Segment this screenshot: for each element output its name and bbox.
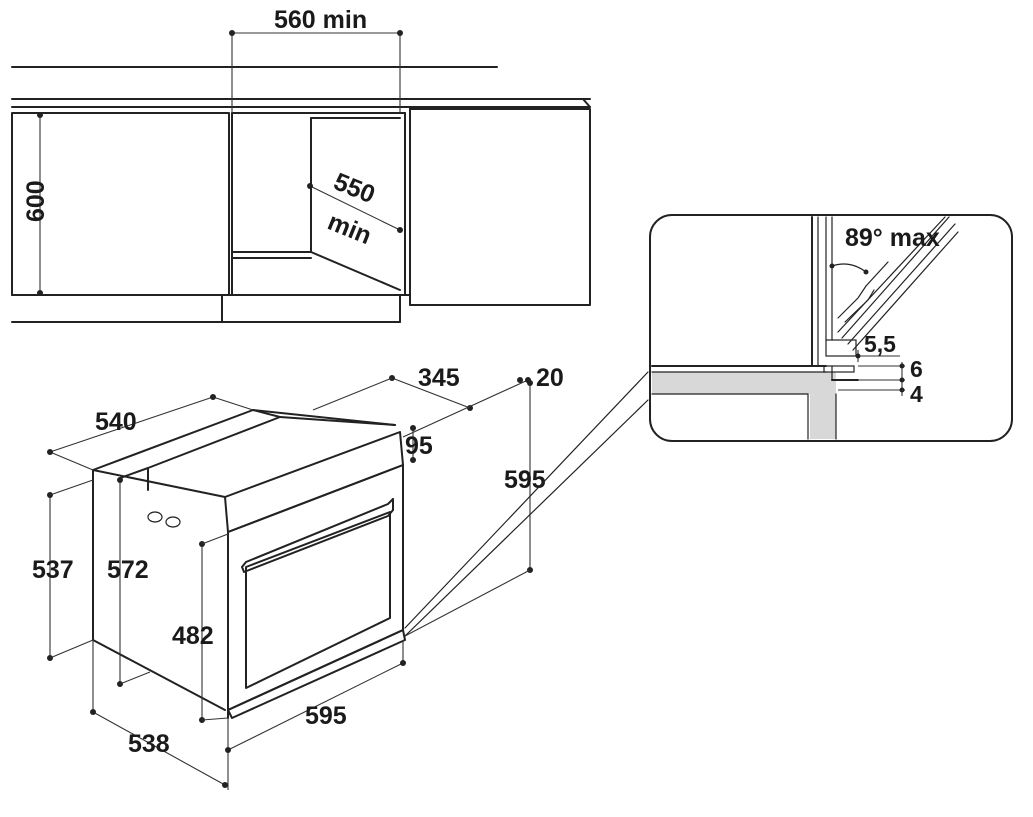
door-angle-label: 89° max [845, 224, 940, 252]
oven-depth-top-dimension: 540 [47, 394, 254, 471]
gap-side-label: 5,5 [864, 331, 896, 357]
oven-width-dimension: 595 [225, 640, 406, 790]
niche-width-label: 560 min [274, 6, 367, 34]
niche-depth-value-label: 550 [330, 168, 379, 210]
cabinet-niche-drawing [11, 66, 591, 323]
body-depth-bottom-label: 538 [128, 730, 170, 758]
gap-bottom-label: 4 [910, 381, 923, 407]
niche-height-label: 600 [22, 180, 50, 222]
oven-height-dimension: 595 [404, 380, 546, 637]
niche-height-dimension: 600 [22, 112, 50, 296]
oven-height-label: 595 [504, 466, 546, 494]
oven-width-label: 595 [305, 702, 347, 730]
detail-leader-lines [404, 371, 649, 637]
door-height-label: 482 [172, 622, 214, 650]
oven-drawing [92, 409, 406, 719]
panel-offset-label: 20 [536, 364, 564, 392]
oven-depth-top-label: 540 [95, 408, 137, 436]
body-height-inner-label: 572 [107, 556, 149, 584]
body-depth-bottom-dimension: 538 [90, 640, 228, 788]
front-thickness-dimension: 95 [405, 425, 433, 463]
gap-top-label: 6 [910, 356, 923, 382]
body-height-inner-dimension: 572 [107, 477, 151, 687]
panel-offset-dimension: 20 [402, 364, 564, 438]
oven-top-section-dimension: 345 [312, 364, 473, 411]
door-height-dimension: 482 [172, 533, 229, 723]
door-detail-inset: 89° max 5,5 6 4 [649, 214, 1013, 442]
body-height-outer-dimension: 537 [32, 479, 94, 661]
niche-depth-dimension: 550 min [307, 168, 403, 250]
niche-width-dimension: 560 min [229, 6, 403, 113]
front-thickness-label: 95 [405, 432, 433, 460]
body-height-outer-label: 537 [32, 556, 74, 584]
oven-top-section-label: 345 [418, 364, 460, 392]
